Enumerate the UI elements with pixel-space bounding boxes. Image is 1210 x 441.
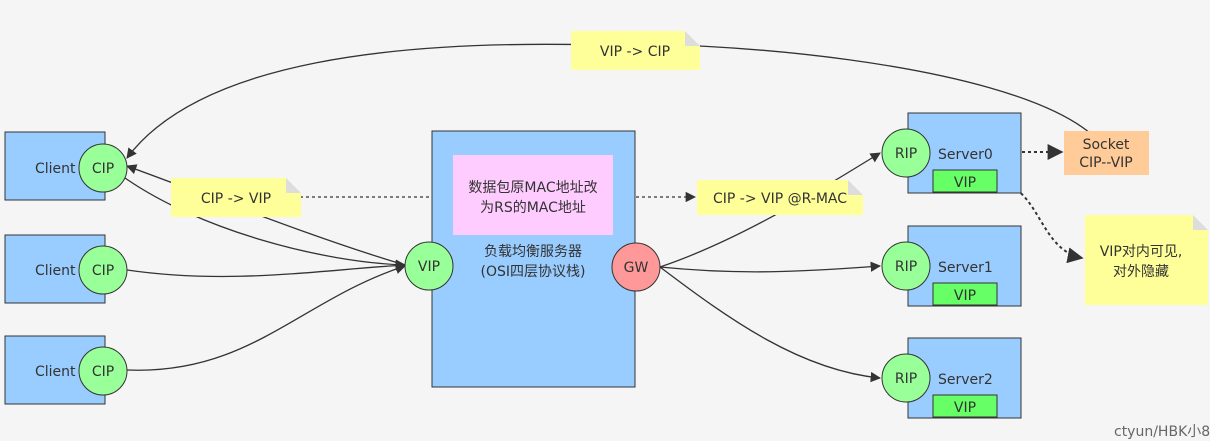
note-right-text: CIP -> VIP @R-MAC	[713, 191, 847, 207]
edge-gw-to-server2	[659, 266, 882, 383]
cip-label: CIP	[92, 161, 114, 177]
note-right: CIP -> VIP @R-MAC	[697, 180, 863, 215]
client-label: Client	[35, 364, 76, 380]
note-vis-line2: 对外隐藏	[1113, 264, 1169, 280]
lb-title-line1: 负载均衡服务器	[484, 244, 582, 260]
note-visibility: VIP对内可见, 对外隐藏	[1085, 215, 1208, 305]
client-label: Client	[35, 161, 76, 177]
cip-label: CIP	[92, 364, 114, 380]
rip-label: RIP	[895, 259, 917, 275]
client-3: Client CIP	[4, 335, 128, 405]
server-label: Server0	[938, 147, 993, 163]
server-0: Server0 VIP RIP	[881, 112, 1022, 194]
vip-node	[404, 241, 454, 291]
client-1: Client CIP	[4, 131, 128, 201]
server-2: Server2 VIP RIP	[881, 337, 1022, 419]
mac-note-line1: 数据包原MAC地址改	[468, 180, 597, 196]
server-1: Server1 VIP RIP	[881, 225, 1022, 307]
edge-vip-to-client1	[126, 164, 406, 266]
server-vip-label: VIP	[954, 400, 976, 416]
load-balancer: 数据包原MAC地址改 为RS的MAC地址 负载均衡服务器 (OSI四层协议栈) …	[404, 130, 661, 388]
note-left: CIP -> VIP	[171, 178, 301, 217]
note-top: VIP -> CIP	[571, 31, 700, 70]
rip-label: RIP	[895, 371, 917, 387]
lb-title-line2: (OSI四层协议栈)	[481, 264, 586, 280]
server-label: Server2	[938, 372, 993, 388]
gw-label: GW	[624, 260, 649, 276]
gw-node	[611, 242, 661, 292]
server-vip-label: VIP	[954, 175, 976, 191]
edge-client3-to-vip	[126, 263, 406, 371]
mac-rewrite-note	[453, 155, 613, 235]
watermark: ctyun/HBK小8	[1114, 424, 1210, 440]
note-vis-line1: VIP对内可见,	[1100, 244, 1183, 260]
note-left-text: CIP -> VIP	[201, 191, 271, 207]
note-top-text: VIP -> CIP	[600, 44, 670, 60]
client-label: Client	[35, 263, 76, 279]
socket-line2: CIP--VIP	[1079, 155, 1132, 171]
server-label: Server1	[938, 260, 993, 276]
edge-gw-to-server1	[659, 261, 882, 273]
socket-box: Socket CIP--VIP	[1064, 131, 1149, 175]
socket-line1: Socket	[1083, 137, 1130, 153]
rip-label: RIP	[895, 146, 917, 162]
client-2: Client CIP	[4, 234, 128, 304]
mac-note-line2: 为RS的MAC地址	[480, 200, 586, 216]
edge-client2-to-vip	[126, 260, 407, 278]
vip-label: VIP	[418, 259, 440, 275]
cip-label: CIP	[92, 263, 114, 279]
edge-client1-to-vip	[124, 177, 407, 270]
server-vip-label: VIP	[954, 288, 976, 304]
